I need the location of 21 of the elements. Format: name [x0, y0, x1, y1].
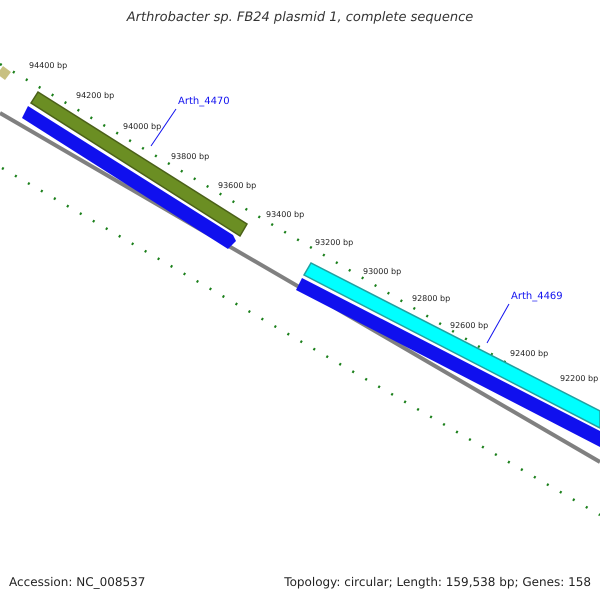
- gene-bar: [30, 90, 248, 238]
- position-label: 94400 bp: [29, 61, 68, 70]
- position-label: 94000 bp: [123, 122, 162, 131]
- position-label: 93200 bp: [315, 238, 354, 247]
- position-label: 92400 bp: [510, 349, 548, 358]
- position-label: 94200 bp: [76, 91, 114, 100]
- position-label: 93000 bp: [363, 267, 402, 276]
- leader-line: [150, 108, 176, 146]
- gene-label: Arth_4470: [178, 96, 230, 107]
- leader-line: [486, 304, 510, 344]
- position-label: 93400 bp: [266, 210, 304, 219]
- gene-label: Arth_4469: [511, 291, 563, 302]
- accession-note: Accession: NC_008537: [9, 575, 146, 589]
- position-label: 93600 bp: [218, 181, 256, 190]
- position-label: 92800 bp: [412, 294, 450, 303]
- sequence-info-note: Topology: circular; Length: 159,538 bp; Genes: 158: [284, 575, 591, 589]
- gene-bar: [302, 262, 600, 430]
- position-label: 92600 bp: [450, 321, 488, 330]
- map-title: Arthrobacter sp. FB24 plasmid 1, complete sequence: [125, 10, 474, 25]
- position-label: 92200 bp: [560, 374, 598, 383]
- position-label: 93800 bp: [171, 152, 210, 161]
